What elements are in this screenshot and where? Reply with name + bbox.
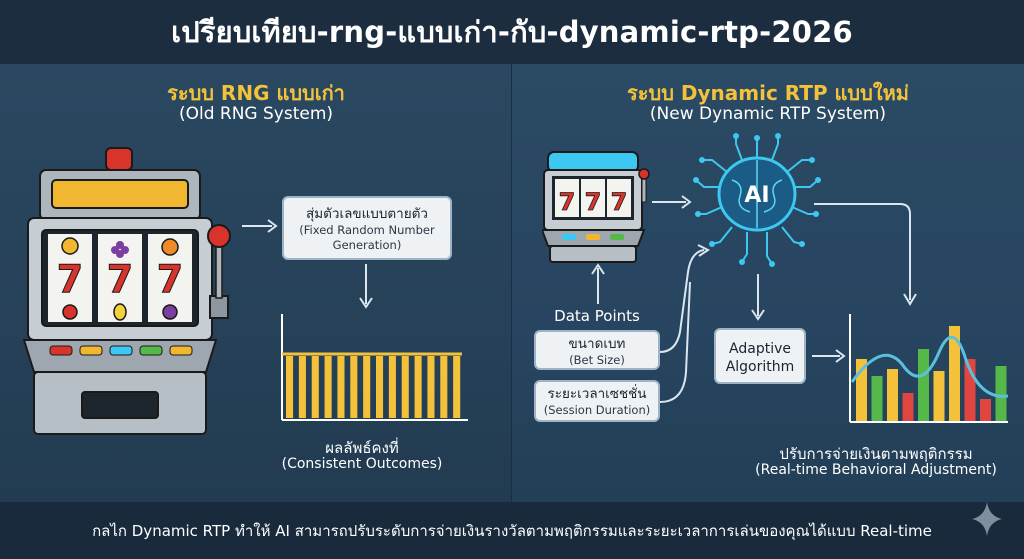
consistent-outcomes-label: ผลลัพธ์คงที่ xyxy=(325,439,399,457)
bar xyxy=(949,326,960,421)
title-bar: เปรียบเทียบ-rng-แบบเก่า-กับ-dynamic-rtp-… xyxy=(0,0,1024,64)
arrow-to-ai-icon xyxy=(652,195,692,209)
behavior-adjust-label: ปรับการจ่ายเงินตามพฤติกรรม xyxy=(779,445,973,463)
session-duration-box: ระยะเวลาเซชชั่น (Session Duration) xyxy=(534,380,660,422)
bar xyxy=(350,356,358,418)
bar xyxy=(440,356,448,418)
bar xyxy=(980,399,991,421)
bar xyxy=(363,356,371,418)
adaptive-label: Adaptive xyxy=(729,341,791,357)
arrow-up-icon xyxy=(591,263,605,304)
old-rng-panel: ระบบ RNG แบบเก่า (Old RNG System) 7 7 7 xyxy=(0,64,512,502)
ai-brain-icon: AI xyxy=(693,133,821,267)
fixed-rng-box: สุ่มตัวเลขแบบตายตัว (Fixed Random Number… xyxy=(282,196,452,260)
bar xyxy=(388,356,396,418)
dynamic-rtp-heading: ระบบ Dynamic RTP แบบใหม่ xyxy=(627,81,909,105)
bar xyxy=(856,359,867,421)
consistent-outcomes-sublabel: (Consistent Outcomes) xyxy=(281,456,443,472)
bar xyxy=(414,356,422,418)
adaptive-algorithm-box: Adaptive Algorithm xyxy=(714,328,806,384)
small-reel-3-symbol: 7 xyxy=(611,188,628,216)
session-duration-label: ระยะเวลาเซชชั่น xyxy=(547,386,647,402)
bar xyxy=(311,356,319,418)
reel-1-symbol: 7 xyxy=(57,257,83,301)
fixed-rng-sublabel: (Fixed Random Number Generation) xyxy=(299,223,435,252)
page-title: เปรียบเทียบ-rng-แบบเก่า-กับ-dynamic-rtp-… xyxy=(171,15,853,49)
consistent-outcomes-chart xyxy=(281,314,468,421)
old-rng-heading: ระบบ RNG แบบเก่า xyxy=(167,81,345,105)
arrow-data-to-ai-icon xyxy=(659,244,710,403)
bar xyxy=(995,366,1007,421)
small-reel-2-symbol: 7 xyxy=(585,188,602,216)
reel-3-symbol: 7 xyxy=(157,257,183,301)
slot-machine-icon: 7 7 7 xyxy=(22,147,231,435)
bet-size-label: ขนาดเบท xyxy=(568,336,626,352)
fixed-rng-label: สุ่มตัวเลขแบบตายตัว xyxy=(305,206,429,222)
bar xyxy=(427,356,435,418)
bar xyxy=(324,356,332,418)
bar xyxy=(964,359,976,421)
bar xyxy=(401,356,409,418)
bar xyxy=(887,369,898,421)
footer-bar: กลไก Dynamic RTP ทำให้ AI สามารถปรับระดั… xyxy=(0,502,1024,559)
small-reel-1-symbol: 7 xyxy=(559,188,576,216)
arrow-to-rng-icon xyxy=(242,219,278,233)
old-rng-subheading: (Old RNG System) xyxy=(178,104,334,124)
bar xyxy=(286,356,294,418)
arrow-algorithm-to-chart-icon xyxy=(812,349,846,363)
bar xyxy=(376,356,384,418)
bar xyxy=(453,356,461,418)
small-slot-machine-icon: 7 7 7 xyxy=(542,151,650,263)
algorithm-label: Algorithm xyxy=(725,359,795,375)
bar xyxy=(298,356,306,418)
session-duration-sublabel: (Session Duration) xyxy=(543,403,651,417)
dynamic-rtp-panel: ระบบ Dynamic RTP แบบใหม่ (New Dynamic RT… xyxy=(512,64,1024,502)
data-points-label: Data Points xyxy=(554,307,640,325)
dynamic-rtp-subheading: (New Dynamic RTP System) xyxy=(649,104,887,124)
bar xyxy=(337,356,345,418)
bar xyxy=(918,349,929,421)
bar xyxy=(902,393,914,421)
dynamic-payout-chart xyxy=(849,314,1009,423)
bar xyxy=(933,371,945,421)
arrow-down-icon xyxy=(359,264,373,309)
footer-text: กลไก Dynamic RTP ทำให้ AI สามารถปรับระดั… xyxy=(92,521,932,540)
arrow-ai-to-chart-icon xyxy=(814,203,917,306)
behavior-adjust-sublabel: (Real-time Behavioral Adjustment) xyxy=(755,462,997,478)
arrow-ai-to-algorithm-icon xyxy=(751,274,765,321)
bet-size-sublabel: (Bet Size) xyxy=(569,353,625,367)
bar xyxy=(871,376,883,421)
ai-label: AI xyxy=(744,183,769,208)
reel-2-symbol: 7 xyxy=(107,257,133,301)
bet-size-box: ขนาดเบท (Bet Size) xyxy=(534,330,660,370)
sparkle-icon xyxy=(972,502,1002,536)
trend-curve xyxy=(850,335,1009,398)
